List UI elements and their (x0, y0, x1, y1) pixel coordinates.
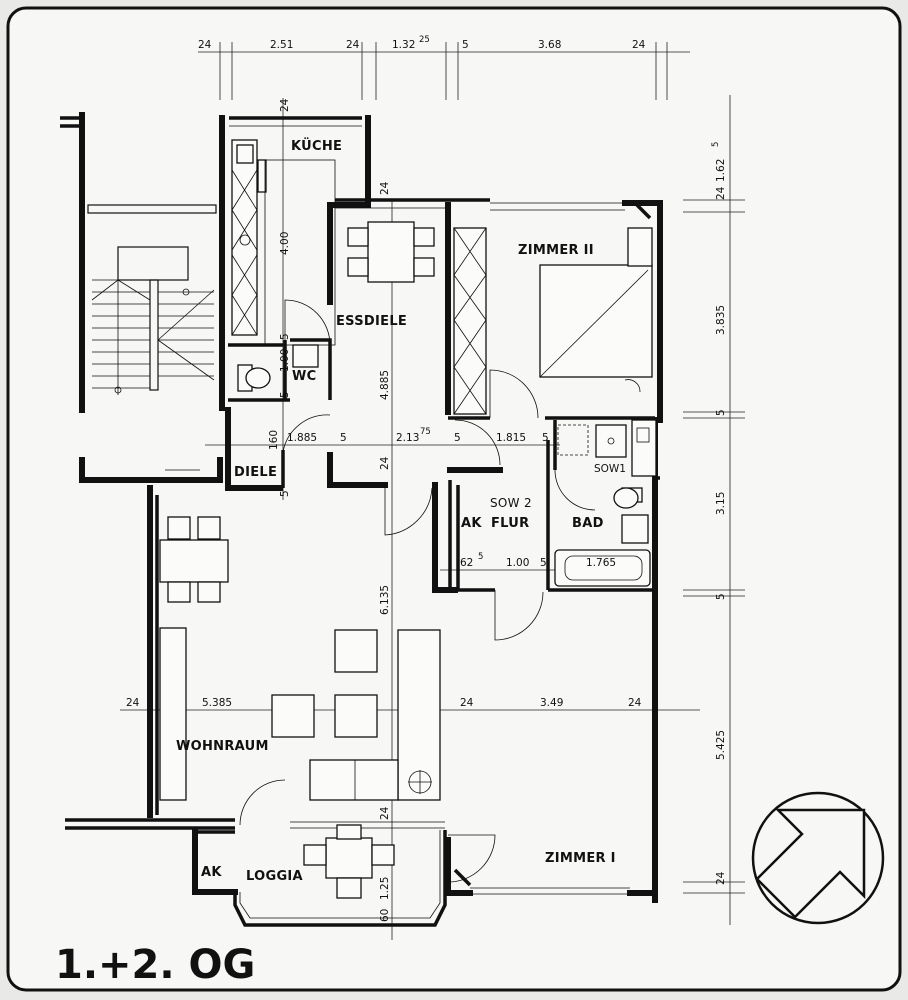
room-label-sow2: SOW 2 (490, 496, 532, 510)
room-label-ak-loggia: AK (201, 865, 222, 880)
dim-top-zimmer-ii: 3.68 (538, 39, 561, 51)
row-dimension-labels: 1.885 5 2.13 75 5 1.815 5 (287, 427, 549, 444)
dim-top-wall-1: 24 (198, 39, 212, 51)
right-dimension-chain (683, 95, 745, 925)
dim-top-offset: 25 (419, 35, 430, 45)
room-label-sow1: SOW1 (594, 463, 626, 475)
room-label-essdiele: ESSDIELE (336, 314, 407, 329)
wohnraum-furniture (159, 516, 441, 801)
dim-row-1885: 1.885 (287, 432, 317, 444)
dim-flur-100: 1.00 (506, 557, 529, 569)
dim-essdiele-wall-top: 24 (379, 181, 391, 195)
dim-right-zimmer-ii: 3.835 (715, 305, 727, 335)
dim-loggia-125: 1.25 (379, 877, 391, 900)
dim-row-5a: 5 (340, 432, 347, 444)
door-swings (239, 299, 596, 883)
dim-kitchen-wall: 24 (279, 98, 291, 112)
dim-row-5b: 5 (454, 432, 461, 444)
loggia-dimension-labels: 60 1.25 (379, 877, 391, 922)
dim-kitchen-gap-b: 5 (279, 391, 291, 398)
dim-flur-5-sup: 5 (478, 552, 483, 562)
dim-right-gap-2: 5 (715, 593, 727, 600)
room-label-ak-flur: AK (461, 516, 482, 531)
dim-essdiele-wall-mid: 24 (379, 456, 391, 470)
sheet-frame (6, 6, 902, 992)
dim-loggia-wall: 24 (379, 806, 391, 820)
dim-wohnraum-mid-wall: 24 (460, 697, 474, 709)
north-arrow-icon (751, 791, 885, 925)
room-label-diele: DIELE (234, 465, 277, 480)
dining-table-essdiele (347, 221, 435, 283)
dim-zimmer-i-width: 3.49 (540, 697, 563, 709)
room-labels: KÜCHE ESSDIELE ZIMMER II WC DIELE SOW1 S… (176, 138, 626, 884)
room-label-zimmer-ii: ZIMMER II (518, 243, 594, 258)
dim-right-wall: 24 (715, 186, 727, 200)
room-label-flur: FLUR (491, 516, 529, 531)
dim-essdiele-length: 4.885 (379, 370, 391, 400)
wc-fittings (237, 344, 319, 392)
walls (65, 115, 663, 927)
dim-row-213: 2.13 (396, 432, 419, 444)
dim-row-5c: 5 (542, 432, 549, 444)
room-label-kueche: KÜCHE (291, 138, 342, 154)
bath-fittings (554, 419, 657, 587)
dim-diele-length: 160 (268, 430, 280, 450)
room-label-zimmer-i: ZIMMER I (545, 851, 616, 866)
dim-wohnraum-right-wall: 24 (628, 697, 642, 709)
dim-right-zimmer-i: 5.425 (715, 730, 727, 760)
room-label-loggia: LOGGIA (246, 869, 303, 884)
dim-wohnraum-depth: 6.135 (379, 585, 391, 615)
room-label-bad: BAD (572, 516, 604, 531)
dim-right-gap-1: 5 (715, 409, 727, 416)
interior-dimension-lines (120, 98, 700, 940)
dim-right-wall-bottom: 24 (715, 871, 727, 885)
kitchen-dimension-labels: 24 4.00 5 1.00 5 160 5 (268, 98, 291, 497)
dim-right-1: 1.62 (715, 159, 727, 182)
dim-kitchen-length: 4.00 (279, 232, 291, 255)
essdiele-dimension-labels: 24 4.885 24 (379, 181, 391, 470)
dim-wc-length: 1.00 (279, 349, 291, 372)
dim-flur-1765: 1.765 (586, 557, 616, 569)
dim-row-1815: 1.815 (496, 432, 526, 444)
dim-wohnraum-left-wall: 24 (126, 697, 140, 709)
wohnraum-dimension-labels: 6.135 24 5.385 24 3.49 24 24 (126, 585, 642, 820)
dim-loggia-60: 60 (379, 909, 391, 922)
dim-right-1-sup: 5 (711, 142, 721, 147)
dim-top-kitchen: 2.51 (270, 39, 293, 51)
flur-dimension-labels: 62 5 1.00 5 1.765 (460, 552, 616, 569)
zimmer-ii-furniture (453, 227, 653, 415)
loggia-furniture (303, 824, 395, 899)
dim-top-gap: 5 (462, 39, 469, 51)
floor-label: 1.+2. OG (55, 942, 255, 988)
staircase (60, 112, 223, 483)
room-label-wohnraum: WOHNRAUM (176, 739, 269, 754)
dim-top-wall-3: 24 (632, 39, 646, 51)
dim-flur-62: 62 (460, 557, 473, 569)
dim-kitchen-gap-a: 5 (279, 333, 291, 340)
top-dimension-labels: 24 2.51 24 1.32 25 5 3.68 24 (198, 35, 646, 51)
dim-top-wall-2: 24 (346, 39, 360, 51)
dim-wohnraum-width: 5.385 (202, 697, 232, 709)
top-dimension-chain (198, 42, 690, 100)
dim-right-bad: 3.15 (715, 492, 727, 515)
right-dimension-labels: 1.62 5 24 3.835 5 3.15 5 5.425 24 (711, 142, 727, 885)
dim-flur-5: 5 (540, 557, 547, 569)
dim-diele-bottom: 5 (279, 490, 291, 497)
room-label-wc: WC (292, 369, 316, 384)
dim-top-essdiele: 1.32 (392, 39, 415, 51)
dim-row-75: 75 (420, 427, 431, 437)
kitchen-fittings (231, 139, 336, 346)
